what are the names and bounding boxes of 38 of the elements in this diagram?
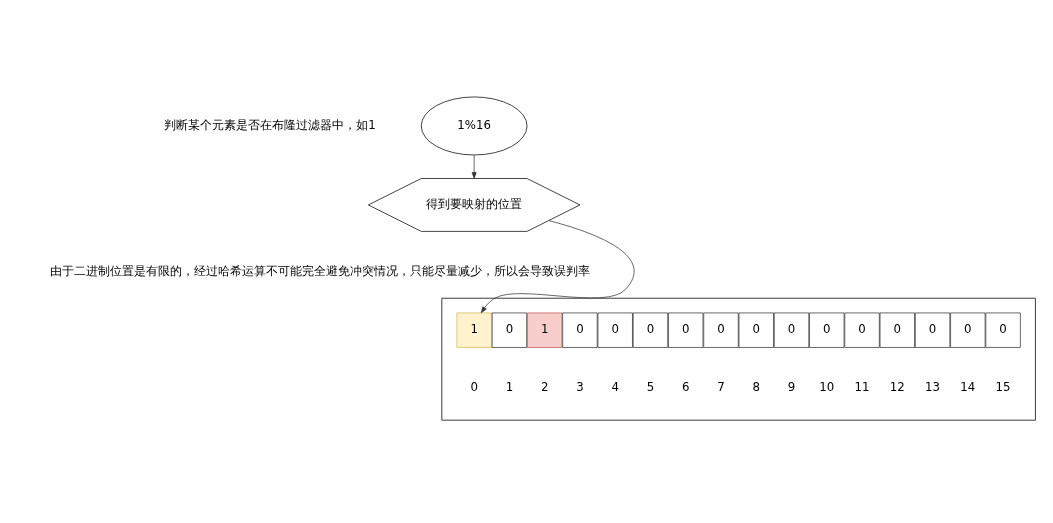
label: 11 xyxy=(854,380,870,395)
node-box: 0 xyxy=(985,312,1021,348)
node-box: 0 xyxy=(668,312,704,348)
label: 10 xyxy=(819,380,835,395)
label: 4 xyxy=(611,380,619,395)
label: 0 xyxy=(470,380,478,395)
node-box: 0 xyxy=(597,312,633,348)
label: 14 xyxy=(960,380,976,395)
node-box: 0 xyxy=(773,312,810,348)
node-box: 0 xyxy=(950,312,986,348)
node-box: 0 xyxy=(491,312,528,348)
label: 13 xyxy=(925,380,941,395)
node-box: 1 xyxy=(527,312,563,348)
node-box: 1 xyxy=(456,312,492,348)
label: 5 xyxy=(646,380,655,395)
node-ellipse: 1%16 xyxy=(420,96,528,156)
label: 15 xyxy=(995,380,1011,395)
label: 7 xyxy=(717,380,725,395)
label: 由于二进制位置是有限的，经过哈希运算不可能完全避免冲突情况，只能尽量减少，所以会导致误判率 xyxy=(49,263,590,278)
label: 9 xyxy=(787,380,796,395)
node-box: 0 xyxy=(879,312,915,348)
node-box: 0 xyxy=(562,312,598,348)
node-box: 0 xyxy=(738,312,774,348)
arrow xyxy=(480,220,635,314)
node-box: 0 xyxy=(703,312,739,348)
label: 6 xyxy=(681,380,690,395)
label: 1 xyxy=(505,380,514,395)
node-box: 0 xyxy=(914,312,951,348)
label: 12 xyxy=(889,380,905,395)
cluster xyxy=(441,297,1036,421)
node-box: 0 xyxy=(809,312,845,348)
node-box: 0 xyxy=(844,312,880,348)
label: 8 xyxy=(752,380,760,395)
arrow xyxy=(471,154,477,179)
node-box: 0 xyxy=(632,312,669,348)
label: 3 xyxy=(576,380,584,395)
label: 2 xyxy=(540,380,549,395)
label: 判断某个元素是否在布隆过滤器中，如1 xyxy=(164,117,376,132)
